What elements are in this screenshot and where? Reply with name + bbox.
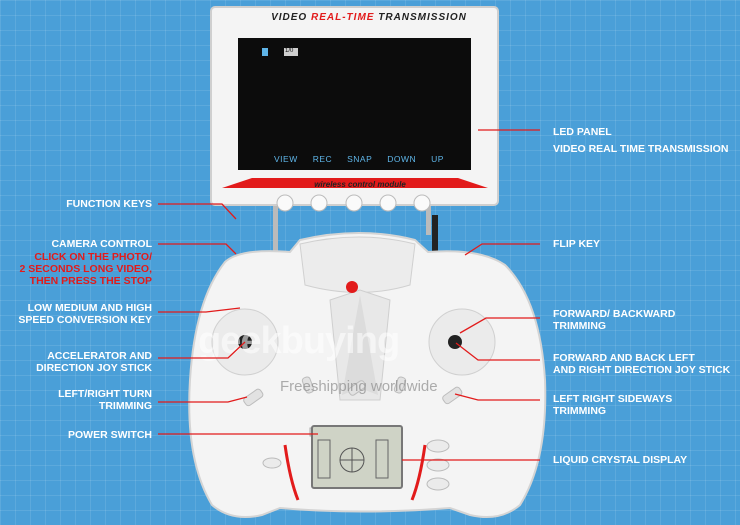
lcd-screen [311,425,403,489]
screen-menu-view: VIEW [274,154,298,164]
left-side-key[interactable] [262,457,282,469]
forward-backward-trim[interactable] [393,376,407,394]
monitor-screen [238,38,471,170]
speed-conversion-key[interactable] [347,380,366,397]
label-speed-key-2: SPEED CONVERSION KEY [18,314,152,326]
screen-menu-down: DOWN [387,154,417,164]
side-key-2[interactable] [426,458,450,472]
label-fb-stick-1: FORWARD AND BACK LEFT [553,352,695,364]
function-key-rec[interactable] [310,194,328,212]
center-arrow [342,295,378,395]
label-accel-2: DIRECTION JOY STICK [36,362,152,374]
monitor-title: VIDEO REAL-TIME TRANSMISSION [271,12,467,23]
line-fb-trim [459,317,540,334]
module-label: wireless control module [314,180,406,189]
label-flip-key: FLIP KEY [553,238,601,250]
label-lr-side-1: LEFT RIGHT SIDEWAYS [553,393,673,405]
line-speed-key [158,307,241,313]
label-power-switch: POWER SWITCH [68,429,152,441]
side-key-1[interactable] [426,439,450,453]
lcd-throttle-bar [317,439,331,479]
line-lr-side [454,393,540,401]
function-key-snap[interactable] [345,194,363,212]
line-flip-key [464,243,540,256]
left-right-turn-trim[interactable] [243,388,265,407]
function-key-up[interactable] [413,194,431,212]
line-accel [158,341,246,359]
screen-menu-rec: REC [312,154,333,164]
label-lr-side-2: TRIMMING [553,405,607,417]
throttle-trim[interactable] [301,376,315,394]
left-accent-stripe [283,444,300,501]
line-camera-control [158,243,237,255]
label-led-panel-sub: VIDEO REAL TIME TRANSMISSION [553,143,729,155]
function-key-view[interactable] [276,194,294,212]
left-right-sideways-trim[interactable] [442,386,464,405]
mount-post-left [273,195,278,255]
screen-indicator-box [284,48,298,56]
monitor-accent [222,178,488,188]
label-accel-1: ACCELERATOR AND [47,350,152,362]
line-function-keys [158,203,237,220]
label-function-keys: FUNCTION KEYS [66,198,152,210]
antenna-cable [432,215,438,255]
screen-menu-snap: SNAP [347,154,373,164]
screen-menu-up: UP [431,154,444,164]
label-camera-control: CAMERA CONTROL [51,238,152,250]
label-camera-note-3: THEN PRESS THE STOP [29,275,152,287]
lcd-trim-bar [375,439,389,479]
line-fb-stick [455,342,540,361]
label-lcd: LIQUID CRYSTAL DISPLAY [553,454,688,466]
label-lr-turn-2: TRIMMING [98,400,152,412]
mount-post-right [426,195,431,235]
label-fb-trim-2: TRIMMING [553,320,607,332]
screen-menu: VIEW REC SNAP DOWN UP [274,154,444,164]
watermark-slogan: Freeshipping worldwide [280,378,438,395]
screen-indicator: 1/0 [285,48,294,54]
signal-icon [262,48,268,56]
label-speed-key-1: LOW MEDIUM AND HIGH [27,302,152,314]
label-lr-turn-1: LEFT/RIGHT TURN [58,388,152,400]
power-led-icon [346,281,358,293]
top-cover [299,236,416,293]
side-key-3[interactable] [426,477,450,491]
right-accent-stripe [410,444,427,501]
label-camera-note-2: 2 SECONDS LONG VIDEO, [19,263,152,275]
label-led-panel: LED PANEL [553,126,612,138]
label-camera-note-1: CLICK ON THE PHOTO/ [34,251,152,263]
label-fb-stick-2: AND RIGHT DIRECTION JOY STICK [553,364,731,376]
line-lr-turn [158,396,248,403]
label-fb-trim-1: FORWARD/ BACKWARD [553,308,676,320]
function-key-down[interactable] [379,194,397,212]
